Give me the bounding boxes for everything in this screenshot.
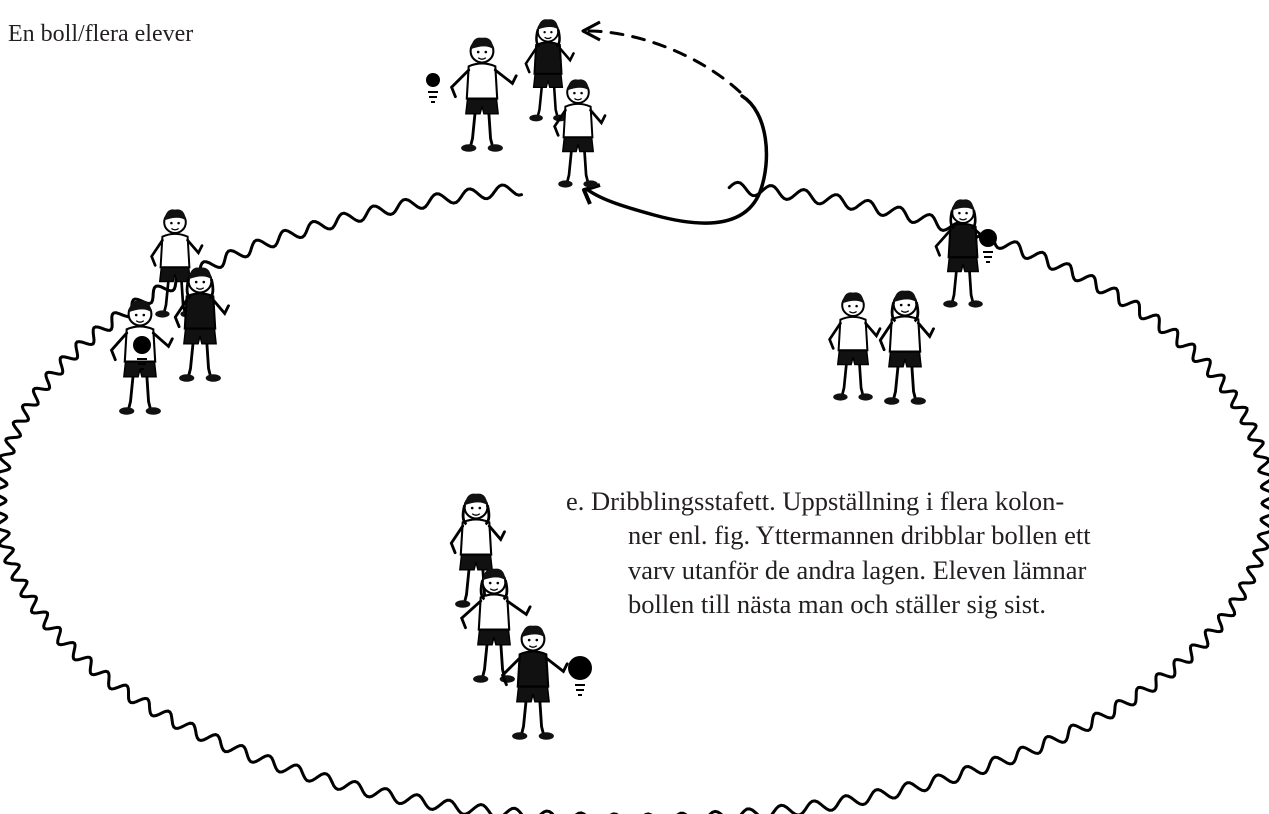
return-route-path	[586, 94, 769, 225]
student-figure-icon	[500, 625, 569, 740]
student-figure-icon	[449, 493, 506, 608]
caption-equipment: En boll/flera elever	[8, 21, 194, 47]
student-figure-icon	[934, 199, 995, 308]
student-figure-icon	[150, 209, 204, 318]
bounce-marks-icon	[983, 251, 993, 263]
student-figure-icon	[449, 37, 518, 152]
student-figure-icon	[460, 568, 532, 683]
ball-icon	[979, 229, 997, 247]
bounce-marks-icon	[575, 684, 585, 696]
student-figure-icon	[109, 300, 174, 415]
exercise-description: e. Dribblingsstafett. Uppställning i fle…	[566, 484, 1206, 621]
ball-icon	[568, 656, 592, 680]
student-figure-icon	[878, 290, 935, 405]
queue-arrow-icon	[581, 20, 601, 42]
bounce-marks-icon	[428, 91, 438, 103]
description-line: ner enl. fig. Yttermannen dribblar bolle…	[628, 520, 1091, 551]
student-figure-icon	[524, 19, 575, 122]
student-figure-icon	[828, 292, 882, 401]
dribble-route-path	[0, 180, 1269, 814]
ball-icon	[133, 336, 151, 354]
student-figure-icon	[173, 267, 230, 382]
queue-dashed-path	[582, 29, 742, 94]
bounce-marks-icon	[137, 358, 147, 370]
description-line: varv utanför de andra lagen. Eleven lämn…	[628, 554, 1087, 585]
ball-icon	[426, 73, 440, 87]
description-line: bollen till nästa man och ställer sig si…	[628, 588, 1047, 619]
student-figure-icon	[553, 79, 607, 188]
description-line: e. Dribblingsstafett. Uppställning i fle…	[566, 486, 1065, 516]
